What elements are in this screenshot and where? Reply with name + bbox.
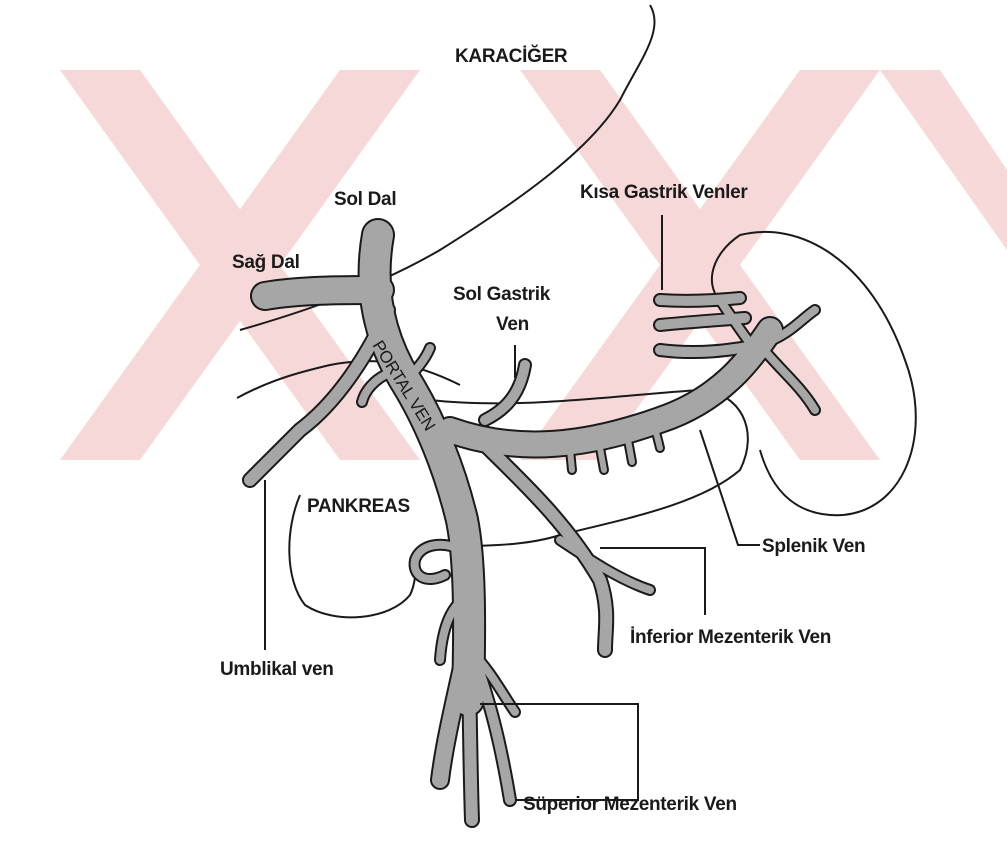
label-umbilical-vein: Umblikal ven <box>220 659 334 680</box>
label-left-branch: Sol Dal <box>334 189 396 210</box>
label-superior-mesenteric-vein: Süperior Mezenterik Ven <box>523 794 737 815</box>
label-inferior-mesenteric-vein: İnferior Mezenterik Ven <box>630 627 831 648</box>
label-left-gastric-line2: Ven <box>496 314 529 335</box>
label-left-gastric-line1: Sol Gastrik <box>453 284 551 305</box>
label-splenic-vein: Splenik Ven <box>762 536 865 557</box>
vein-network <box>250 235 815 820</box>
label-right-branch: Sağ Dal <box>232 252 300 273</box>
leader-splenic <box>700 430 760 545</box>
label-liver: KARACİĞER <box>455 45 568 67</box>
label-short-gastric-veins: Kısa Gastrik Venler <box>580 182 748 203</box>
label-pancreas: PANKREAS <box>307 496 410 517</box>
watermark <box>60 70 1007 460</box>
